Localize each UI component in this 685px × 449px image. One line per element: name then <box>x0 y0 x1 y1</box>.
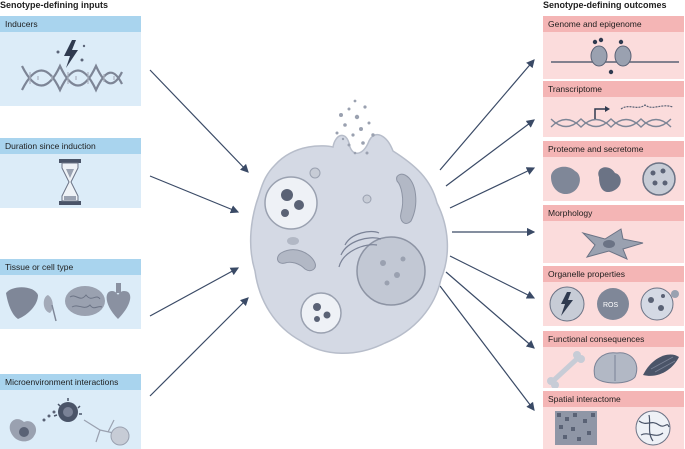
input-box-inducers: Inducers <box>0 16 141 106</box>
arrow-transcriptome <box>445 119 535 187</box>
immune-cells-icon <box>9 398 130 446</box>
outcome-box-transcriptome: Transcriptome <box>543 81 684 137</box>
arrow-duration <box>149 175 240 214</box>
input-label-duration: Duration since induction <box>0 138 141 154</box>
outcome-label-spatial: Spatial interactome <box>543 391 684 407</box>
input-label-tissue: Tissue or cell type <box>0 259 141 275</box>
hourglass-icon <box>59 159 81 205</box>
outcome-box-spatial: Spatial interactome <box>543 391 684 449</box>
transcription-icon <box>550 104 674 128</box>
arrow-tissue <box>149 267 240 317</box>
arrow-spatial <box>439 285 535 411</box>
inputs-heading: Senotype-defining inputs <box>0 0 108 10</box>
input-box-microenvironment: Microenvironment interactions <box>0 374 141 449</box>
arrow-genome <box>439 59 535 171</box>
nucleosome-icon <box>551 37 679 75</box>
arrow-functional <box>445 271 535 349</box>
cell-shape-icon <box>581 228 644 260</box>
arrow-organelle <box>449 255 536 299</box>
input-label-inducers: Inducers <box>0 16 141 32</box>
outcome-box-organelle: Organelle properties ROS <box>543 266 684 326</box>
outcome-label-genome: Genome and epigenome <box>543 16 684 32</box>
outcome-box-functional: Functional consequences <box>543 331 684 388</box>
outcomes-heading: Senotype-defining outcomes <box>543 0 667 10</box>
spatial-map-icon <box>555 410 671 446</box>
input-label-microenvironment: Microenvironment interactions <box>0 374 141 390</box>
dna-lightning-icon <box>21 40 123 93</box>
outcome-label-functional: Functional consequences <box>543 331 684 347</box>
outcome-box-morphology: Morphology <box>543 205 684 263</box>
organs-icon <box>6 283 131 322</box>
arrow-proteome <box>449 167 536 209</box>
arrow-microenvironment <box>149 297 249 397</box>
arrow-inducers <box>149 69 249 173</box>
outcome-box-genome: Genome and epigenome <box>543 16 684 79</box>
proteins-icon <box>551 162 676 196</box>
senescent-cell-icon <box>249 99 449 354</box>
organelles-icon: ROS <box>549 286 679 322</box>
outcome-label-proteome: Proteome and secretome <box>543 141 684 157</box>
svg-text:ROS: ROS <box>603 302 619 309</box>
outcome-label-morphology: Morphology <box>543 205 684 221</box>
input-box-duration: Duration since induction <box>0 138 141 208</box>
outcome-box-proteome: Proteome and secretome <box>543 141 684 201</box>
outcome-label-organelle: Organelle properties <box>543 266 684 282</box>
input-box-tissue: Tissue or cell type <box>0 259 141 329</box>
tissues-icon <box>547 351 679 388</box>
outcome-label-transcriptome: Transcriptome <box>543 81 684 97</box>
